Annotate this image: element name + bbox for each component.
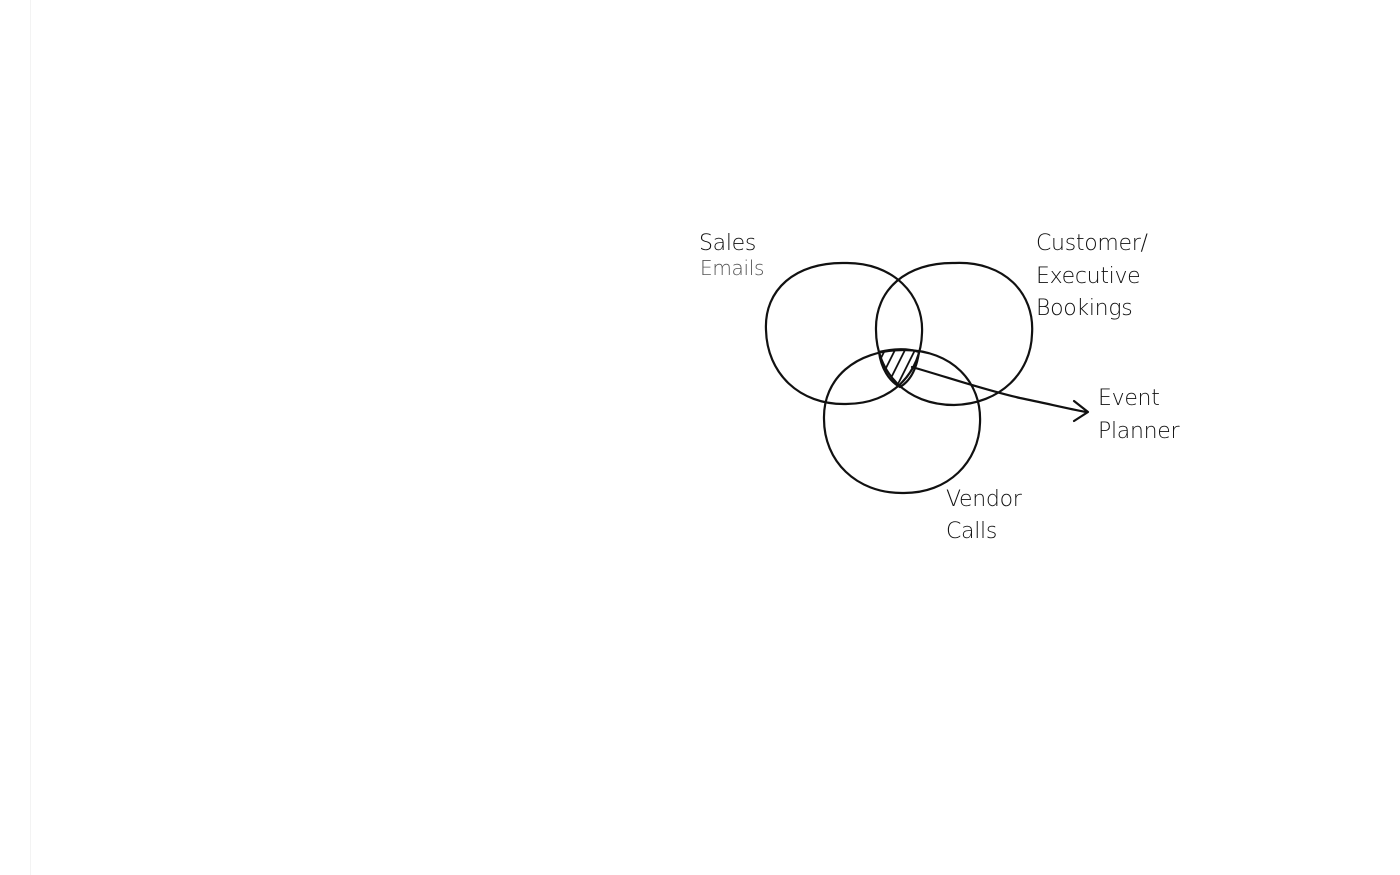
customer-label: Customer/ <box>1036 231 1148 256</box>
executive-label: Executive <box>1036 264 1140 289</box>
calls-label: Calls <box>946 519 997 544</box>
planner-label: Planner <box>1098 419 1180 444</box>
sales-emails-circle <box>764 261 924 406</box>
vendor-calls-circle <box>822 348 982 495</box>
customer-executive-bookings-circle <box>874 261 1034 407</box>
bookings-label: Bookings <box>1036 296 1132 321</box>
arrow-icon <box>910 365 1090 423</box>
page-edge-line <box>30 0 31 875</box>
event-label: Event <box>1098 386 1160 411</box>
sales-label: Sales <box>699 231 756 256</box>
vendor-label: Vendor <box>946 487 1023 512</box>
intersection-hatch <box>875 348 922 401</box>
emails-label: Emails <box>700 256 764 280</box>
